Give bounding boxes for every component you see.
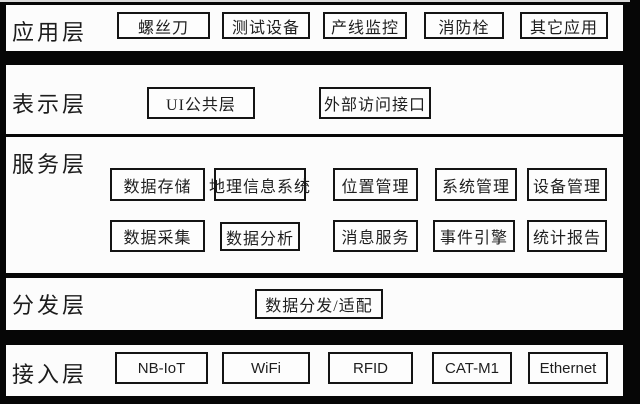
node-box: 数据采集 xyxy=(110,220,205,252)
node-box: 设备管理 xyxy=(527,168,607,201)
node-box: 外部访问接口 xyxy=(319,87,431,119)
node-box: 其它应用 xyxy=(520,12,608,39)
layer-band-presentation xyxy=(6,65,623,134)
node-box: 数据存储 xyxy=(110,168,205,201)
top-edge-line xyxy=(0,0,630,2)
node-box: NB-IoT xyxy=(115,352,208,384)
layer-label-application: 应用层 xyxy=(12,20,88,45)
node-box: 测试设备 xyxy=(222,12,310,39)
layer-label-service: 服务层 xyxy=(12,152,88,177)
node-box: 位置管理 xyxy=(333,168,418,201)
node-box: 产线监控 xyxy=(323,12,407,39)
node-box: 系统管理 xyxy=(435,168,517,201)
node-box: RFID xyxy=(328,352,413,384)
node-box: 消防栓 xyxy=(424,12,504,39)
node-box: UI公共层 xyxy=(147,87,255,119)
node-box: CAT-M1 xyxy=(432,352,512,384)
node-box: 统计报告 xyxy=(527,220,607,252)
node-box: 数据分发/适配 xyxy=(255,289,383,319)
layer-label-presentation: 表示层 xyxy=(12,92,88,117)
node-box: Ethernet xyxy=(528,352,608,384)
node-box: WiFi xyxy=(222,352,310,384)
node-box: 地理信息系统 xyxy=(209,168,310,201)
layer-label-access: 接入层 xyxy=(12,362,88,387)
layer-label-distribution: 分发层 xyxy=(12,293,88,318)
layer-band-service xyxy=(6,137,623,273)
layer-band-access xyxy=(6,345,623,396)
node-box: 事件引擎 xyxy=(433,220,515,252)
node-box: 螺丝刀 xyxy=(117,12,210,39)
node-box: 消息服务 xyxy=(333,220,418,252)
node-box: 数据分析 xyxy=(220,222,300,251)
